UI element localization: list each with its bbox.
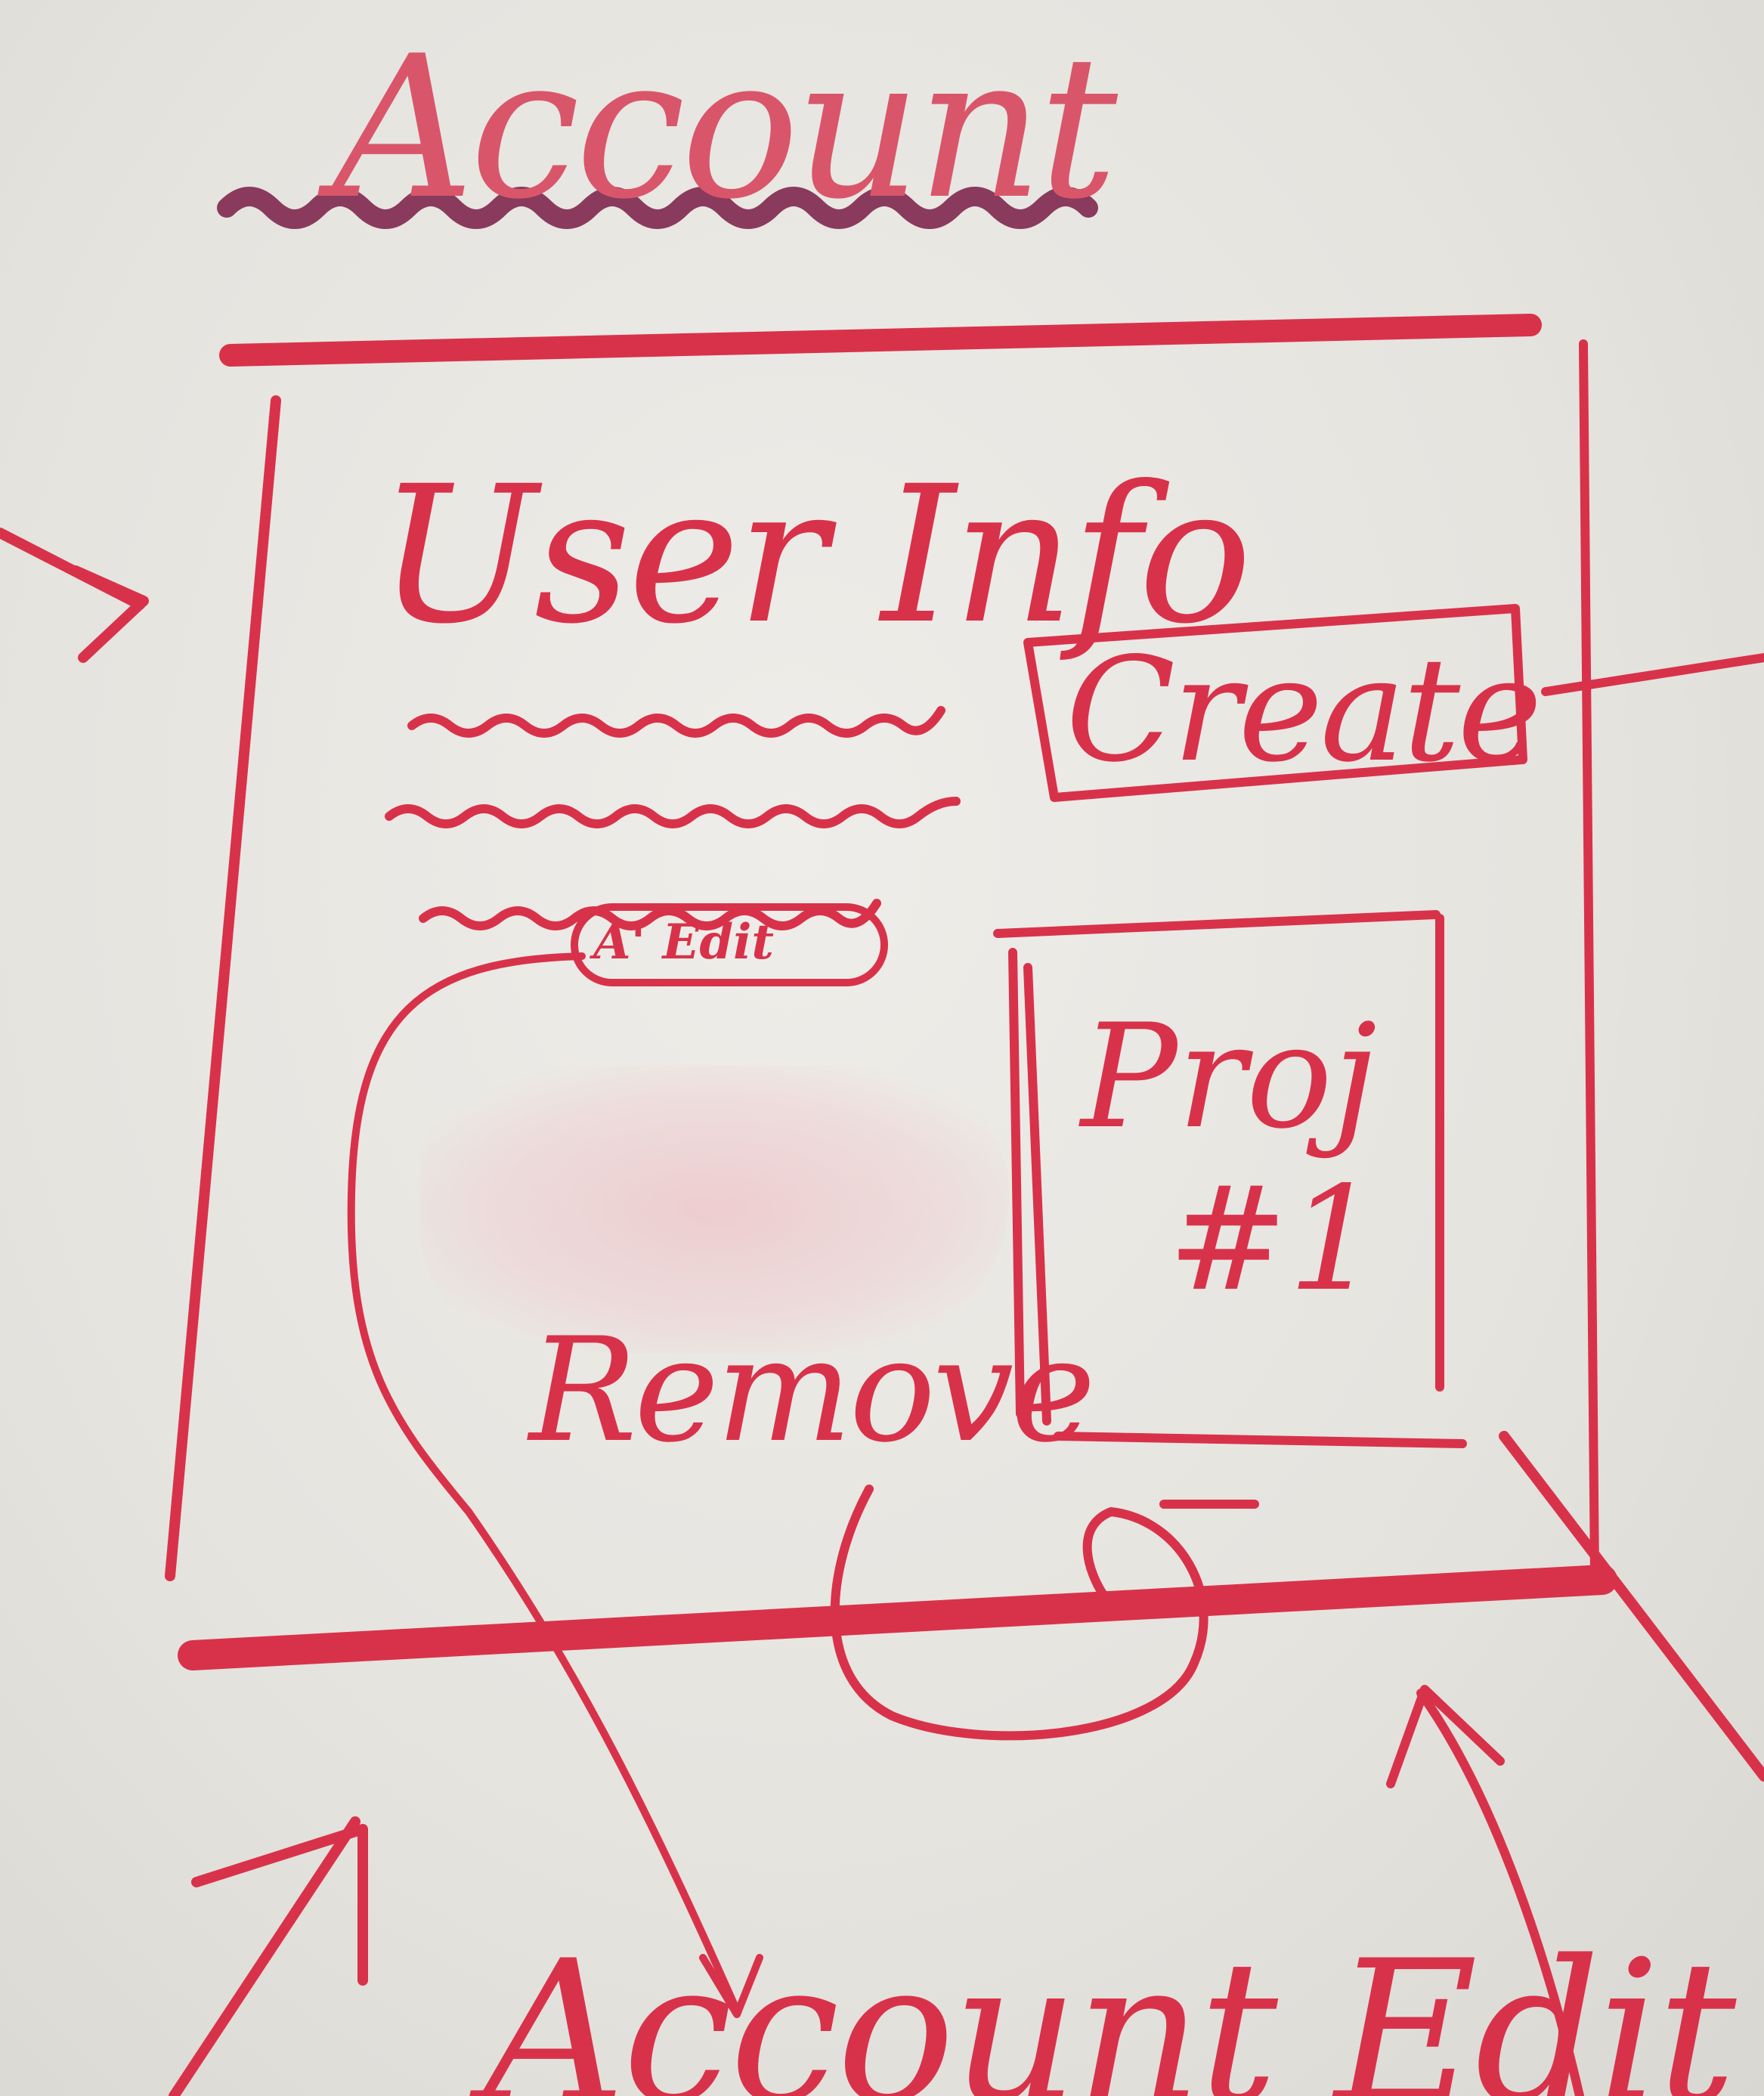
project-number: #1	[1168, 1156, 1380, 1323]
loop-arrow	[830, 1485, 1208, 1741]
placeholder-line-1	[407, 706, 945, 738]
bottom-right-arrowhead	[1386, 1685, 1505, 1788]
project-name: Proj	[1081, 993, 1377, 1160]
proj-card-bottom	[1054, 1432, 1467, 1448]
bottom-left-arrow-line	[169, 1816, 361, 2096]
frame-left-edge	[165, 395, 281, 1581]
frame-top-bar	[219, 314, 1542, 367]
placeholder-line-2	[385, 797, 961, 828]
title-squiggle	[217, 187, 1098, 229]
edit-flow-curve	[347, 952, 741, 2014]
erased-area	[419, 1066, 1009, 1353]
right-connector	[1541, 653, 1764, 696]
frame-bottom-bar	[178, 1565, 1617, 1670]
remove-button[interactable]: Remove	[529, 1307, 1096, 1474]
edit-chip-box	[571, 903, 888, 986]
page-title: Account	[333, 14, 1118, 243]
create-box	[1023, 604, 1527, 802]
proj-card-inner-left	[1008, 948, 1025, 1418]
user-info-heading: User Info	[378, 445, 1252, 665]
proj-card-top	[993, 910, 1441, 938]
right-diag-line	[1499, 1431, 1764, 1782]
project-card[interactable]	[1017, 918, 1447, 1440]
bottom-right-arrow-line	[1416, 1689, 1584, 2096]
proj-card-left	[1023, 963, 1051, 1426]
left-arrow-head	[70, 565, 149, 663]
edit-chip-button[interactable]: A' Edit	[593, 914, 774, 971]
placeholder-line-3	[419, 899, 881, 930]
account-edit-label: Account Edit	[484, 1919, 1736, 2096]
create-button[interactable]: Create	[1066, 627, 1543, 794]
frame-right-edge	[1579, 339, 1599, 1581]
bottom-left-arrowhead	[191, 1824, 368, 1986]
edit-flow-arrowhead	[699, 1954, 763, 2018]
